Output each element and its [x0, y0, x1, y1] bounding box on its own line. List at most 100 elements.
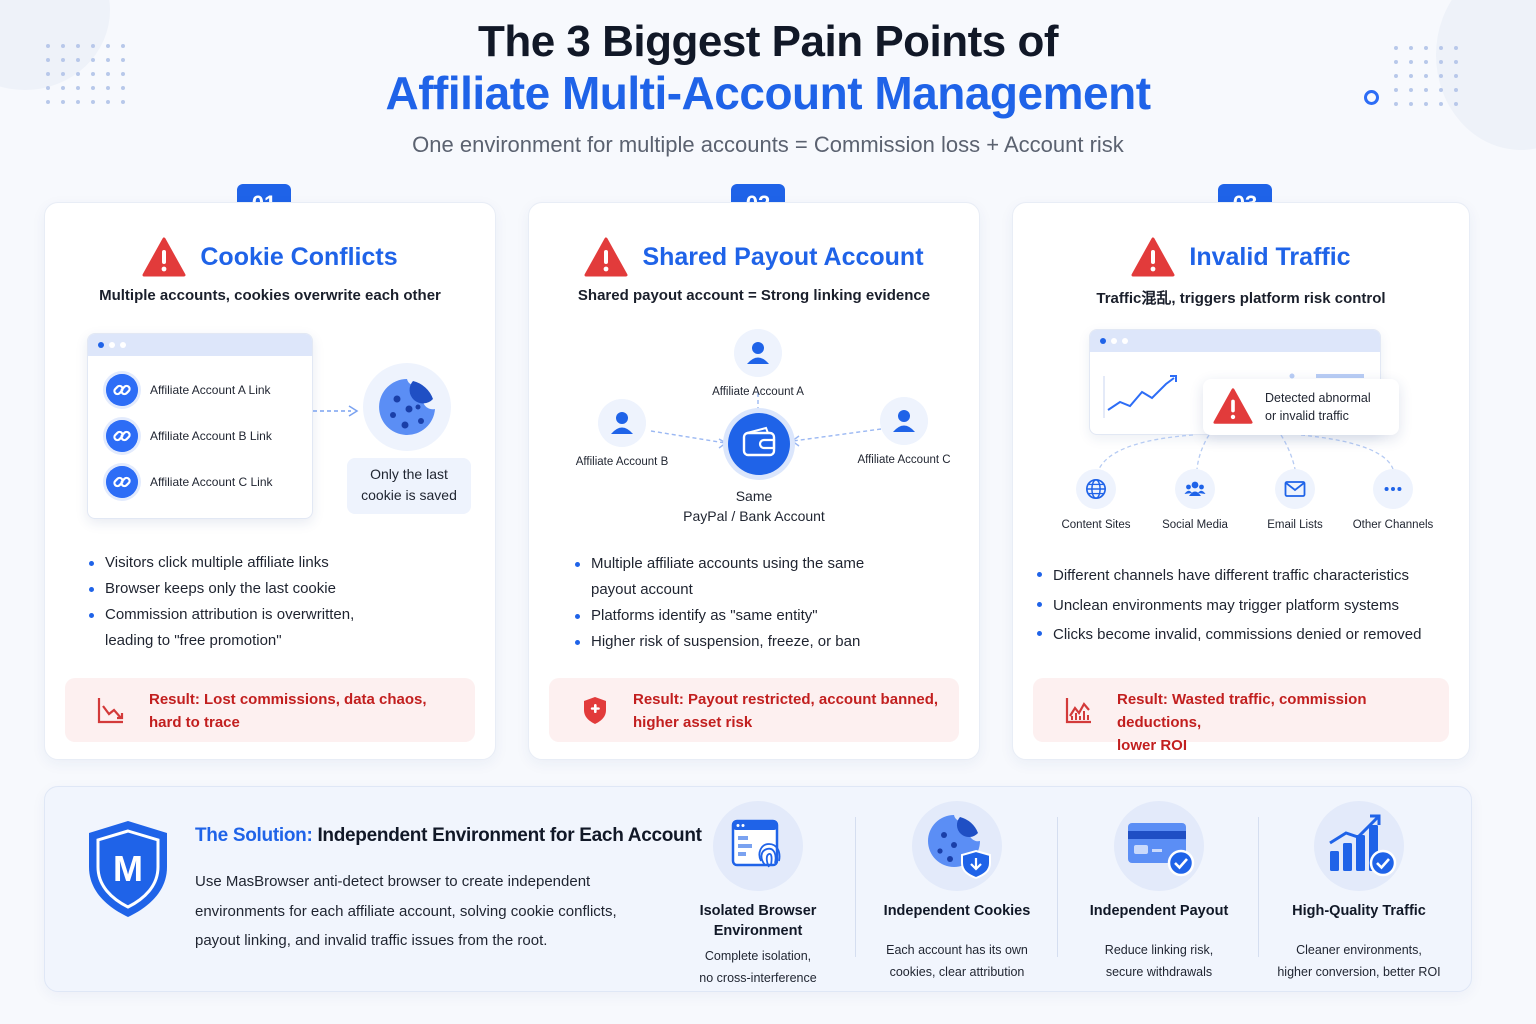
user-icon	[598, 399, 646, 447]
alert-text: Detected abnormal or invalid traffic	[1265, 389, 1371, 425]
divider	[1057, 817, 1058, 957]
account-node: Affiliate Account A	[699, 329, 817, 398]
channel-item: Email Lists	[1245, 469, 1345, 531]
cookie-icon	[379, 379, 435, 435]
user-icon	[880, 397, 928, 445]
card-heading: Cookie Conflicts	[45, 237, 495, 277]
result-box: Result: Wasted traffic, commission deduc…	[1033, 678, 1449, 754]
result-line: Result: Wasted traffic, commission deduc…	[1117, 691, 1367, 731]
declining-chart-icon	[97, 698, 124, 724]
bullet-item: Different channels have different traffi…	[1035, 561, 1421, 591]
wallet-label-line: Same	[735, 488, 773, 504]
channel-label: Other Channels	[1352, 519, 1434, 531]
result-line: Result: Lost commissions, data chaos,	[149, 691, 427, 708]
feature-title: Independent Cookies	[883, 903, 1031, 919]
result-box: Result: Payout restricted, account banne…	[549, 678, 959, 742]
browser-title-bar	[1090, 330, 1380, 352]
result-line: higher asset risk	[633, 714, 753, 731]
page-title-line1: The 3 Biggest Pain Points of	[477, 17, 1059, 66]
cookie-caption: Only the last cookie is saved	[347, 458, 471, 514]
divider	[855, 817, 856, 957]
feature-desc-line: secure withdrawals	[1105, 965, 1213, 979]
feature-desc-line: Complete isolation,	[704, 949, 812, 963]
feature-desc-line: Cleaner environments,	[1296, 943, 1422, 957]
card-title: Shared Payout Account	[642, 242, 924, 271]
channel-label: Email Lists	[1267, 519, 1323, 531]
warning-icon	[1213, 388, 1253, 424]
bullet-list: Visitors click multiple affiliate links …	[87, 550, 354, 654]
feature-independent-payout: Independent Payout Reduce linking risk, …	[1064, 801, 1254, 983]
result-box: Result: Lost commissions, data chaos, ha…	[65, 678, 475, 742]
page-header: The 3 Biggest Pain Points of Affiliate M…	[0, 16, 1536, 158]
link-icon	[106, 420, 138, 452]
bullet-item: Higher risk of suspension, freeze, or ba…	[573, 629, 864, 655]
account-node: Affiliate Account C	[845, 397, 963, 466]
arrow-right-icon	[313, 405, 359, 417]
bullet-list: Different channels have different traffi…	[1035, 561, 1421, 650]
channel-item: Other Channels	[1343, 469, 1443, 531]
affiliate-link-row: Affiliate Account A Link	[106, 374, 271, 406]
user-icon	[734, 329, 782, 377]
bullet-item-continuation: leading to "free promotion"	[105, 632, 282, 649]
alert-line: or invalid traffic	[1265, 409, 1349, 423]
bullet-item-continuation: payout account	[591, 581, 693, 598]
alert-line: Detected abnormal	[1265, 391, 1371, 405]
link-icon	[106, 374, 138, 406]
affiliate-link-row: Affiliate Account C Link	[106, 466, 273, 498]
feature-independent-cookies: Independent Cookies Each account has its…	[862, 801, 1052, 983]
warning-icon	[1131, 237, 1175, 277]
result-line: hard to trace	[149, 714, 240, 731]
divider	[1258, 817, 1259, 957]
feature-desc-line: Reduce linking risk,	[1104, 943, 1214, 957]
result-text: Result: Wasted traffic, commission deduc…	[1117, 688, 1449, 757]
account-label: Affiliate Account A	[712, 386, 804, 398]
result-line: Result: Payout restricted, account banne…	[633, 691, 939, 708]
bullet-item: Unclean environments may trigger platfor…	[1035, 591, 1421, 621]
affiliate-link-row: Affiliate Account B Link	[106, 420, 272, 452]
feature-title: Isolated Browser Environment	[663, 901, 853, 941]
page-title-line2: Affiliate Multi-Account Management	[385, 67, 1151, 119]
result-line: lower ROI	[1117, 737, 1188, 754]
cookie-shield-icon	[912, 801, 1002, 891]
feature-title-line: Isolated Browser	[699, 903, 817, 919]
feature-description: Cleaner environments, higher conversion,…	[1264, 939, 1454, 983]
solution-heading: Independent Environment for Each Account	[317, 825, 702, 846]
cookie-illustration	[363, 363, 451, 451]
more-dots-icon	[1373, 469, 1413, 509]
feature-description: Each account has its own cookies, clear …	[862, 939, 1052, 983]
feature-desc-line: higher conversion, better ROI	[1277, 965, 1441, 979]
page-subtitle: One environment for multiple accounts = …	[412, 132, 1124, 157]
pain-point-card-cookie-conflicts: Cookie Conflicts Multiple accounts, cook…	[44, 202, 496, 760]
bullet-list: Multiple affiliate accounts using the sa…	[573, 551, 864, 655]
bullet-item: Browser keeps only the last cookie	[87, 576, 354, 602]
solution-label: The Solution:	[195, 825, 313, 846]
channel-label: Content Sites	[1061, 519, 1131, 531]
bullet-item: Clicks become invalid, commissions denie…	[1035, 620, 1421, 650]
feature-desc-line: no cross-interference	[699, 971, 817, 985]
affiliate-link-label: Affiliate Account A Link	[150, 383, 271, 397]
masbrowser-logo-shield-icon: M	[89, 821, 167, 917]
card-subtitle: Multiple accounts, cookies overwrite eac…	[99, 287, 441, 304]
bullet-item: Visitors click multiple affiliate links	[87, 550, 354, 576]
volatile-chart-icon	[1065, 698, 1091, 724]
solution-panel: M The Solution: Independent Environment …	[44, 786, 1472, 992]
connection-lines	[1098, 434, 1394, 470]
solution-title: The Solution: Independent Environment fo…	[195, 825, 702, 847]
result-text: Result: Lost commissions, data chaos, ha…	[149, 688, 427, 734]
bullet-item: Commission attribution is overwritten,	[87, 602, 354, 628]
browser-title-bar	[88, 334, 312, 356]
people-icon	[1175, 469, 1215, 509]
result-text: Result: Payout restricted, account banne…	[633, 688, 938, 734]
feature-description: Complete isolation, no cross-interferenc…	[663, 945, 853, 989]
pain-point-card-invalid-traffic: Invalid Traffic Traffic混乱, triggers plat…	[1012, 202, 1470, 760]
wallet-node	[728, 413, 790, 475]
channel-item: Social Media	[1145, 469, 1245, 531]
globe-icon	[1076, 469, 1116, 509]
channel-item: Content Sites	[1046, 469, 1146, 531]
card-subtitle: Shared payout account = Strong linking e…	[577, 287, 931, 304]
solution-description: Use MasBrowser anti-detect browser to cr…	[195, 873, 617, 949]
card-subtitle: Traffic混乱, triggers platform risk contro…	[1096, 290, 1386, 307]
feature-title-line: Environment	[713, 923, 803, 939]
account-label: Affiliate Account B	[575, 456, 669, 468]
card-title: Cookie Conflicts	[200, 242, 398, 271]
